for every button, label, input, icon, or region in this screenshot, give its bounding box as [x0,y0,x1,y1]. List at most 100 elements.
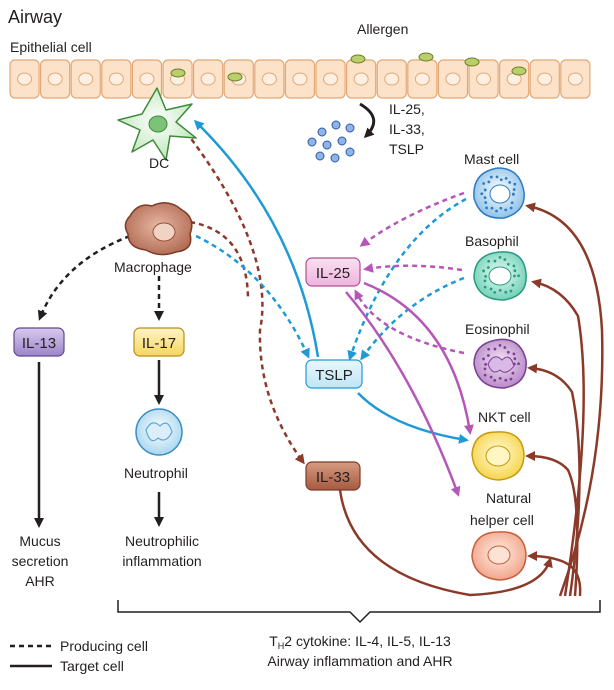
arrow-eosinophil-to-il25 [354,289,465,355]
arrow-macrophage-to-il13 [37,234,131,321]
footer-line1: TH2 cytokine: IL-4, IL-5, IL-13 [269,633,451,651]
granule [487,180,491,184]
granule [504,378,508,382]
natural-helper-cell-icon [471,531,527,581]
footer-line2: Airway inflammation and AHR [267,653,452,669]
epithelial-nucleus [445,72,461,86]
granule [509,377,513,381]
granule [512,352,516,356]
granule [498,256,502,259]
neutrophil-label: Neutrophil [124,465,188,481]
epithelial-nucleus [200,72,216,86]
granule [504,208,508,212]
arrow-tslp-to-dc [193,119,320,358]
basophil-label: Basophil [465,233,519,249]
eosinophil-label: Eosinophil [465,321,530,337]
mast-cell-label: Mast cell [464,151,519,167]
epithelial-nucleus [567,72,583,86]
il25-box: IL-25 [305,257,361,287]
natural-helper-label-line1: Natural [486,490,531,506]
granule [513,182,517,186]
arrow-il25-to-natural-helper [345,291,461,497]
granule [483,188,487,192]
granule [482,182,486,185]
granule [506,262,510,266]
granule [485,206,489,210]
arrow-il33-to-natural-helper [338,489,553,597]
epithelial-nucleus [108,72,124,86]
il25-label: IL-25 [316,265,350,282]
granule [489,375,493,379]
granule [509,289,513,293]
granule [513,269,517,273]
granule [499,178,503,182]
arrow-il25-to-nkt [363,281,474,435]
granule [504,176,508,180]
release-arrow [359,102,376,139]
granule [493,347,497,351]
neutrophil-icon [135,408,183,456]
granule [510,201,514,205]
granule [503,258,507,261]
granule [517,362,520,366]
diagram-title: Airway [8,7,62,27]
il33-label: IL-33 [316,469,350,486]
granule [504,290,508,294]
released-cytokine-dots [307,120,355,163]
legend: Producing cell Target cell [10,638,148,674]
epithelial-nucleus [476,72,492,86]
granule [498,288,502,292]
released-cytokine-3: TSLP [389,141,424,157]
granule [484,363,488,366]
released-cytokine-2: IL-33, [389,121,425,137]
granule [517,274,520,278]
granule [513,362,516,366]
neutrophilic-line1: Neutrophilic [125,533,199,549]
epithelial-nucleus [17,72,33,86]
granule [508,180,512,184]
natural-helper-label-line2: helper cell [470,512,534,528]
il17-box: IL-17 [133,327,185,357]
tslp-label: TSLP [315,367,353,384]
granule [493,259,497,263]
basophil-icon [473,251,527,301]
granule [483,196,487,200]
macrophage-icon [124,202,193,256]
dc-label: DC [149,155,169,171]
epithelial-nucleus [414,72,430,86]
epithelium-layer [9,59,591,99]
epithelial-nucleus [261,72,277,86]
granule [512,188,516,191]
granule [499,206,503,210]
arrows [34,119,604,597]
macrophage-label: Macrophage [114,259,192,275]
granule [480,192,484,196]
granule [513,357,517,361]
granule [482,269,485,273]
granule [511,371,515,375]
granule [509,206,513,210]
granule [483,279,487,283]
arrow-mast-to-il25 [359,191,465,247]
mast-cell-icon [473,167,525,219]
granule [489,175,493,179]
mucus-line1: Mucus [19,533,60,549]
granule [513,274,516,278]
epithelial-nucleus [292,72,308,86]
granule [495,209,498,213]
bottom-bracket [117,600,601,624]
granule [498,376,502,380]
granule [484,275,488,278]
mucus-line2: secretion [12,553,69,569]
il33-box: IL-33 [305,461,361,491]
granule [487,259,491,263]
epithelial-nucleus [537,72,553,86]
epithelial-cell-label: Epithelial cell [10,39,92,55]
eosinophil-icon [473,338,527,389]
epithelial-nucleus [139,72,155,86]
granule [482,357,485,361]
il13-box: IL-13 [13,327,65,357]
neutrophilic-line2: inflammation [122,553,201,569]
